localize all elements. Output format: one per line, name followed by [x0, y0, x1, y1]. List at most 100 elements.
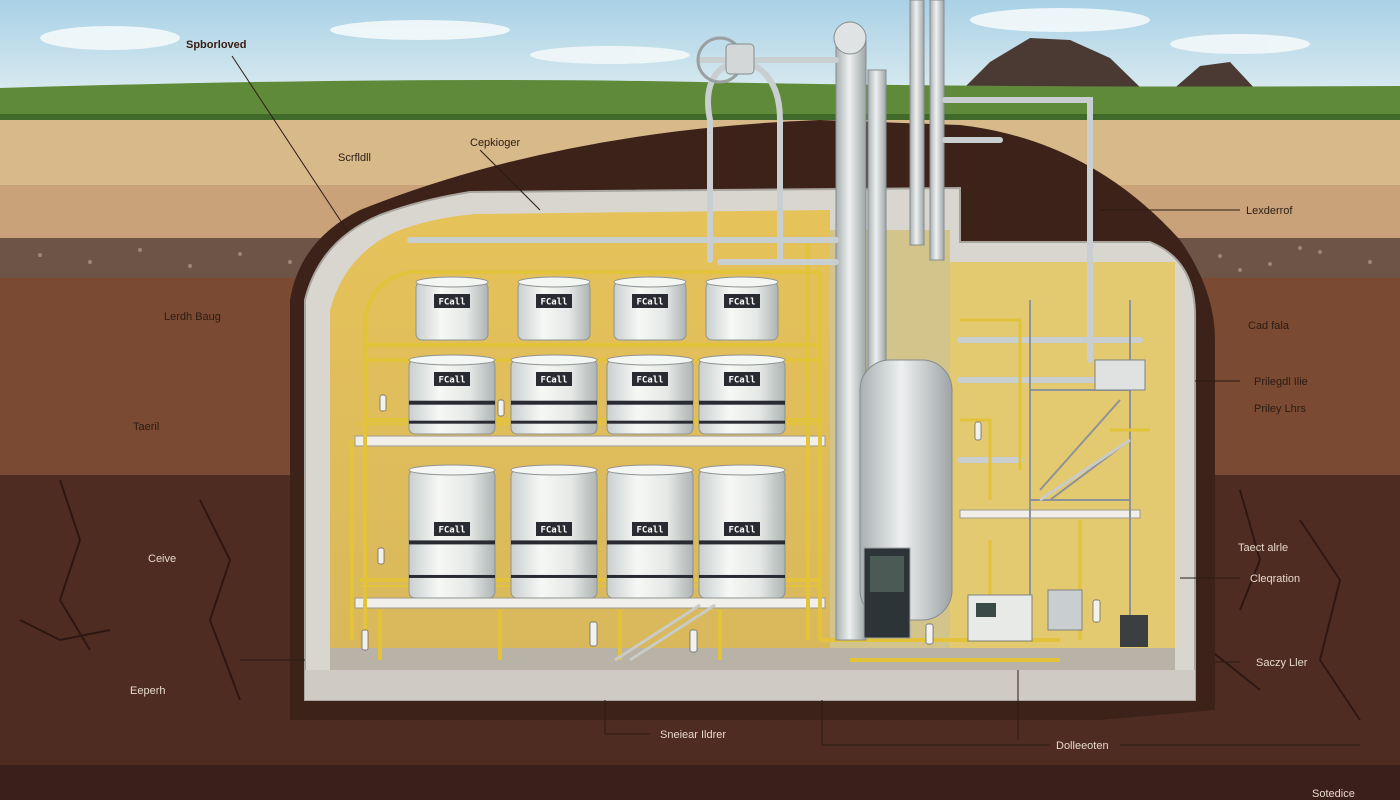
tank-label: FCall — [438, 526, 465, 536]
label-bottom-right-2: Dolleeoten — [1056, 740, 1109, 752]
tank-label-plate — [536, 372, 572, 386]
tank-lid — [510, 464, 598, 476]
tank-band — [511, 420, 597, 424]
tank-band — [607, 574, 693, 578]
storage-tank: FCall — [613, 276, 687, 341]
storage-tank: FCall — [606, 464, 694, 599]
tank-lid — [517, 276, 591, 288]
tank-band — [511, 574, 597, 578]
tank-label-plate — [632, 372, 668, 386]
tank-label: FCall — [540, 298, 567, 308]
tank-lid — [606, 354, 694, 366]
tank-band — [409, 574, 495, 578]
tank-lid — [606, 464, 694, 476]
storage-tank: FCall — [698, 354, 786, 435]
tank-label: FCall — [728, 526, 755, 536]
label-mid-right-1: Cad fala — [1248, 320, 1290, 332]
tank-lid — [613, 276, 687, 288]
callout-lines — [231, 55, 1360, 746]
label-bottom-center: Sneiear Ildrer — [660, 729, 726, 741]
tank-lid — [415, 276, 489, 288]
tank-band — [607, 420, 693, 424]
grass-edge — [0, 114, 1400, 120]
tank-label-plate — [434, 294, 470, 308]
tank-lid — [408, 354, 496, 366]
storage-tank: FCall — [517, 276, 591, 341]
gravel-speckles — [38, 246, 1372, 272]
label-upper-center: Cepkioger — [470, 137, 520, 149]
column-cap — [833, 21, 867, 55]
tank-label-plate — [632, 294, 668, 308]
label-top-left: Spborloved — [186, 39, 247, 51]
label-lower-left-2: Eeperh — [130, 685, 165, 697]
storage-tank: FCall — [698, 464, 786, 599]
tank-label: FCall — [438, 376, 465, 386]
pump-unit — [1047, 589, 1083, 631]
tank-label-plate — [434, 522, 470, 536]
label-lower-right-1: Taect alrle — [1238, 542, 1288, 554]
label-mid-right-2: Prilegdl Ilie — [1254, 376, 1308, 388]
tank-body — [705, 281, 779, 341]
tank-label-plate — [724, 522, 760, 536]
label-upper-right: Lexderrof — [1246, 205, 1293, 217]
storage-tank: FCall — [510, 354, 598, 435]
tank-band — [607, 540, 693, 545]
chamber-floor — [330, 648, 1175, 670]
tank-label: FCall — [728, 298, 755, 308]
tank-label: FCall — [728, 376, 755, 386]
storage-tank: FCall — [705, 276, 779, 341]
tank-label: FCall — [438, 298, 465, 308]
tank-label: FCall — [636, 298, 663, 308]
bedrock-cracks — [19, 479, 1361, 721]
tank-lid — [408, 464, 496, 476]
tank-body — [517, 281, 591, 341]
label-lower-right-2: Cleqration — [1250, 573, 1300, 585]
label-bottom-right-1: Saczy Ller — [1256, 657, 1308, 669]
tank-label-plate — [724, 294, 760, 308]
tank-lid — [698, 354, 786, 366]
tank-band — [511, 400, 597, 405]
tank-label-plate — [724, 372, 760, 386]
workers — [361, 394, 1101, 653]
storage-tank: FCall — [408, 464, 496, 599]
label-mid-right-3: Priley Lhrs — [1254, 403, 1306, 415]
equipment-platform — [959, 509, 1141, 519]
vent-stack-1 — [909, 0, 925, 246]
electrical-box — [1120, 615, 1148, 647]
upper-platform — [354, 435, 826, 447]
heat-exchanger — [1094, 359, 1146, 391]
tank-band — [409, 420, 495, 424]
deep-layer — [0, 765, 1400, 800]
lower-platform — [354, 597, 826, 609]
tank-band — [511, 540, 597, 545]
tank-band — [699, 540, 785, 545]
label-mid-left-1: Lerdh Baug — [164, 311, 221, 323]
tank-band — [699, 574, 785, 578]
console-screen — [976, 603, 996, 617]
tank-label: FCall — [636, 376, 663, 386]
tank-band — [699, 400, 785, 405]
tank-band — [409, 400, 495, 405]
clouds — [40, 8, 1310, 64]
tank-lid — [510, 354, 598, 366]
storage-tank: FCall — [408, 354, 496, 435]
tank-label: FCall — [636, 526, 663, 536]
tank-band — [699, 420, 785, 424]
foundation-slab — [305, 670, 1195, 700]
tank-band — [607, 400, 693, 405]
tank-band — [409, 540, 495, 545]
label-corner: Sotedice — [1312, 788, 1355, 800]
storage-tank: FCall — [510, 464, 598, 599]
label-upper-left-1: Scrfldll — [338, 152, 371, 164]
tank-body — [613, 281, 687, 341]
storage-tank: FCall — [606, 354, 694, 435]
label-mid-left-2: Taeril — [133, 421, 159, 433]
label-lower-left-1: Ceive — [148, 553, 176, 565]
control-console — [967, 594, 1033, 642]
control-screen — [870, 556, 904, 592]
tank-label-plate — [536, 522, 572, 536]
tank-body — [415, 281, 489, 341]
grass-surface — [0, 80, 1400, 118]
